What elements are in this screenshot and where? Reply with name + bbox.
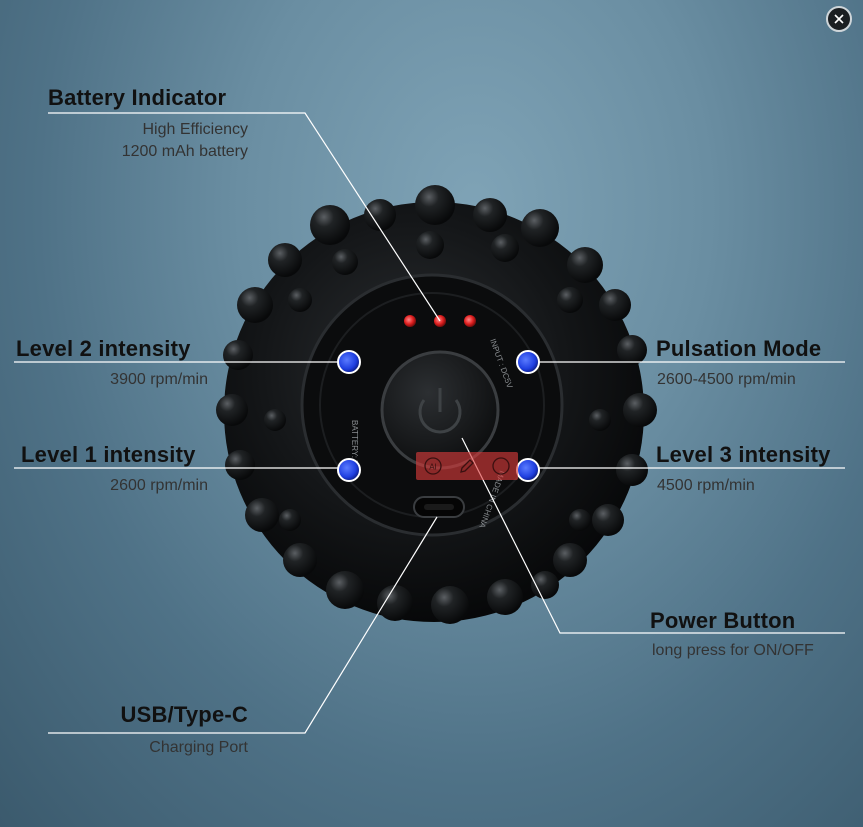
close-icon — [834, 14, 844, 24]
level1-title: Level 1 intensity — [21, 442, 196, 467]
level2-subtext: 3900 rpm/min — [16, 369, 208, 391]
pulsation-callout: Pulsation Mode — [656, 336, 821, 362]
level2-title: Level 2 intensity — [16, 336, 191, 361]
image-toolbar: AI — [416, 452, 518, 480]
level2-sub: 3900 rpm/min — [110, 371, 208, 388]
battery-subtext: High Efficiency 1200 mAh battery — [60, 119, 248, 163]
ai-label: AI — [429, 463, 437, 472]
ball-bumps — [216, 185, 657, 624]
battery-sub1: High Efficiency — [142, 121, 248, 138]
intensity-indicators — [337, 350, 540, 482]
close-button[interactable] — [826, 6, 852, 32]
level3-sub: 4500 rpm/min — [657, 477, 755, 494]
battery-title: Battery Indicator — [48, 85, 227, 110]
level3-subtext: 4500 rpm/min — [657, 475, 755, 497]
led-1 — [404, 315, 416, 327]
battery-text: BATTERY: Li-ion — [350, 420, 359, 480]
power-subtext: long press for ON/OFF — [652, 640, 814, 662]
power-line — [461, 437, 845, 634]
pulsation-subtext: 2600-4500 rpm/min — [657, 369, 796, 391]
pulsation-sub: 2600-4500 rpm/min — [657, 371, 796, 388]
pencil-icon[interactable] — [457, 456, 477, 476]
battery-callout: Battery Indicator — [48, 85, 226, 111]
circle-icon[interactable] — [491, 456, 511, 476]
pulsation-indicator — [516, 350, 540, 374]
level1-subtext: 2600 rpm/min — [16, 475, 208, 497]
power-symbol — [418, 399, 462, 434]
power-title: Power Button — [650, 608, 796, 633]
level1-sub: 2600 rpm/min — [110, 477, 208, 494]
usb-sub: Charging Port — [149, 739, 248, 756]
battery-line — [48, 112, 441, 322]
level3-title: Level 3 intensity — [656, 442, 831, 467]
power-callout: Power Button — [650, 608, 795, 634]
level1-callout: Level 1 intensity — [21, 442, 196, 468]
led-3 — [464, 315, 476, 327]
level3-callout: Level 3 intensity — [656, 442, 831, 468]
battery-sub2: 1200 mAh battery — [121, 143, 248, 160]
power-sub: long press for ON/OFF — [652, 642, 814, 659]
usb-subtext: Charging Port — [48, 737, 248, 759]
ai-icon[interactable]: AI — [423, 456, 443, 476]
level2-callout: Level 2 intensity — [16, 336, 191, 362]
usb-title: USB/Type-C — [120, 702, 248, 727]
level3-indicator — [516, 458, 540, 482]
leader-lines — [14, 112, 845, 734]
usb-callout: USB/Type-C — [48, 702, 248, 728]
level2-indicator — [337, 350, 361, 374]
pulsation-title: Pulsation Mode — [656, 336, 822, 361]
level1-indicator — [337, 458, 361, 482]
usb-line — [48, 516, 438, 734]
